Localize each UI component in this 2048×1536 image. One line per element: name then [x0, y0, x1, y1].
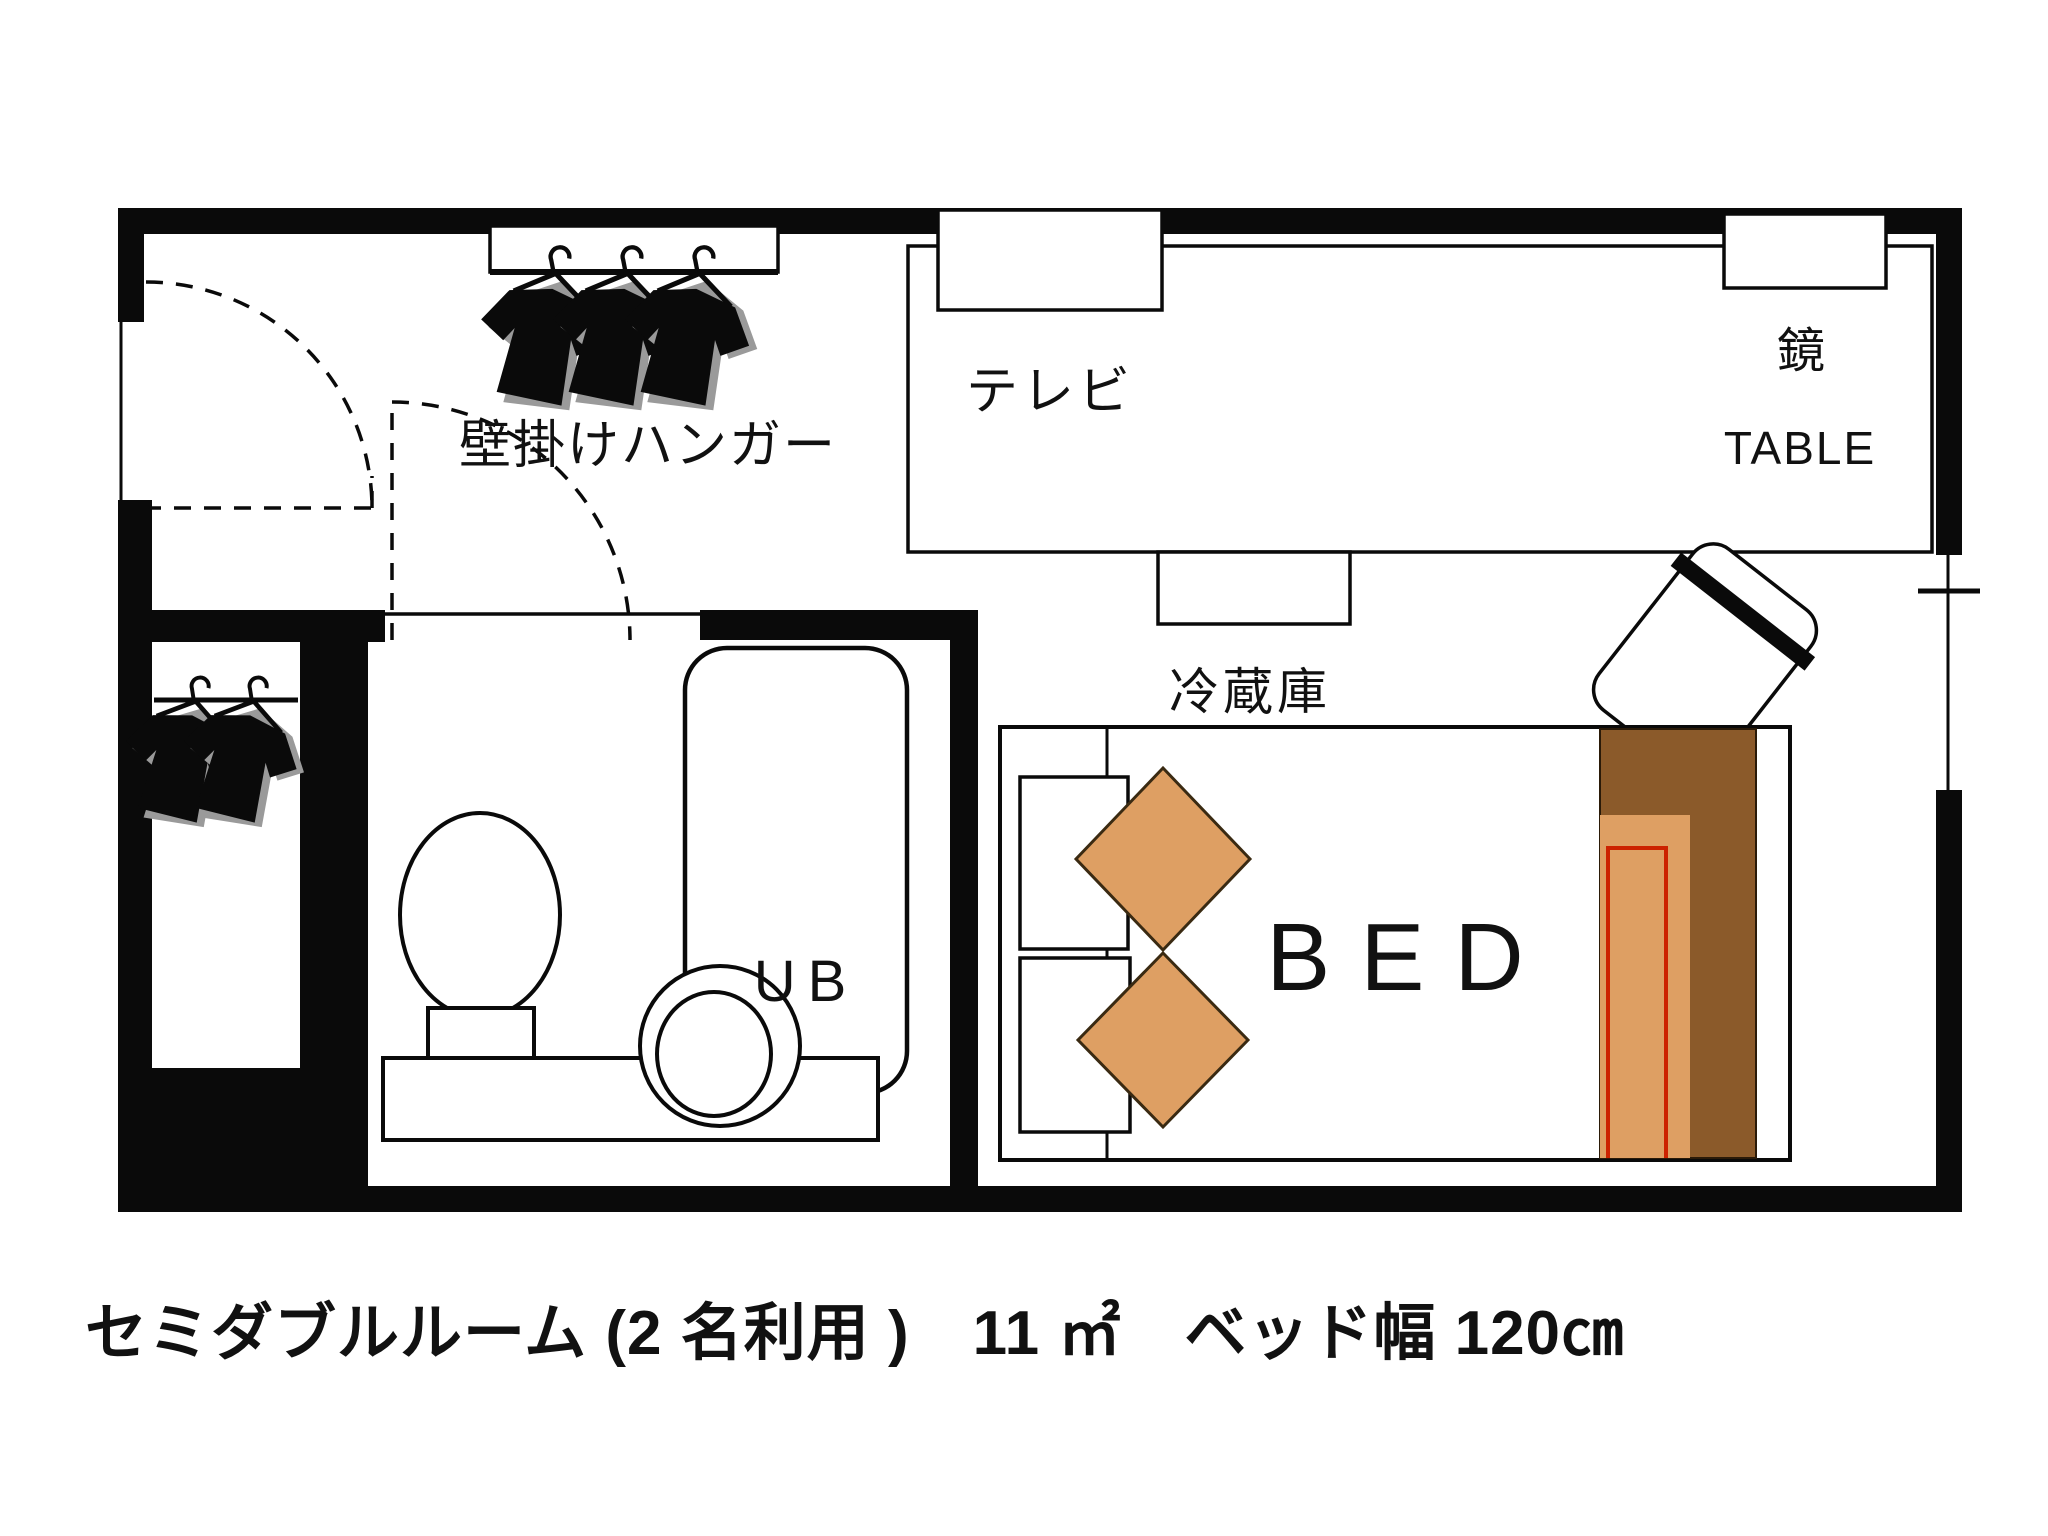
table-label: TABLE — [1723, 422, 1877, 474]
mirror-box — [1722, 212, 1888, 290]
entry-door-swing — [144, 280, 374, 510]
counter-desk — [906, 208, 1934, 626]
wall-hanger-label: 壁掛けハンガー — [458, 417, 838, 475]
cushion-diamond — [1073, 765, 1253, 953]
cushion-diamond — [1075, 950, 1251, 1130]
tv-label: テレビ — [965, 363, 1135, 421]
closet-niche — [152, 642, 300, 1068]
bed-label: BED — [1266, 904, 1554, 1011]
bed — [998, 725, 1792, 1162]
tv-box — [936, 208, 1164, 312]
bed-side-panel — [1600, 815, 1690, 1158]
mattress-red-line — [1606, 846, 1668, 1158]
fridge-box — [1156, 550, 1352, 626]
vanity-counter — [381, 1056, 880, 1142]
toilet-icon — [398, 811, 562, 1060]
mirror-label: 鏡 — [1776, 325, 1828, 378]
unit-bath-label: UB — [753, 949, 859, 1014]
room-caption: セミダブルルーム (2 名利用 ) 11 ㎡ ベッド幅 120㎝ — [85, 1299, 1625, 1368]
sink-icon — [638, 964, 802, 1128]
bathroom-door-swing — [390, 400, 632, 641]
fridge-label: 冷蔵庫 — [1169, 664, 1331, 720]
